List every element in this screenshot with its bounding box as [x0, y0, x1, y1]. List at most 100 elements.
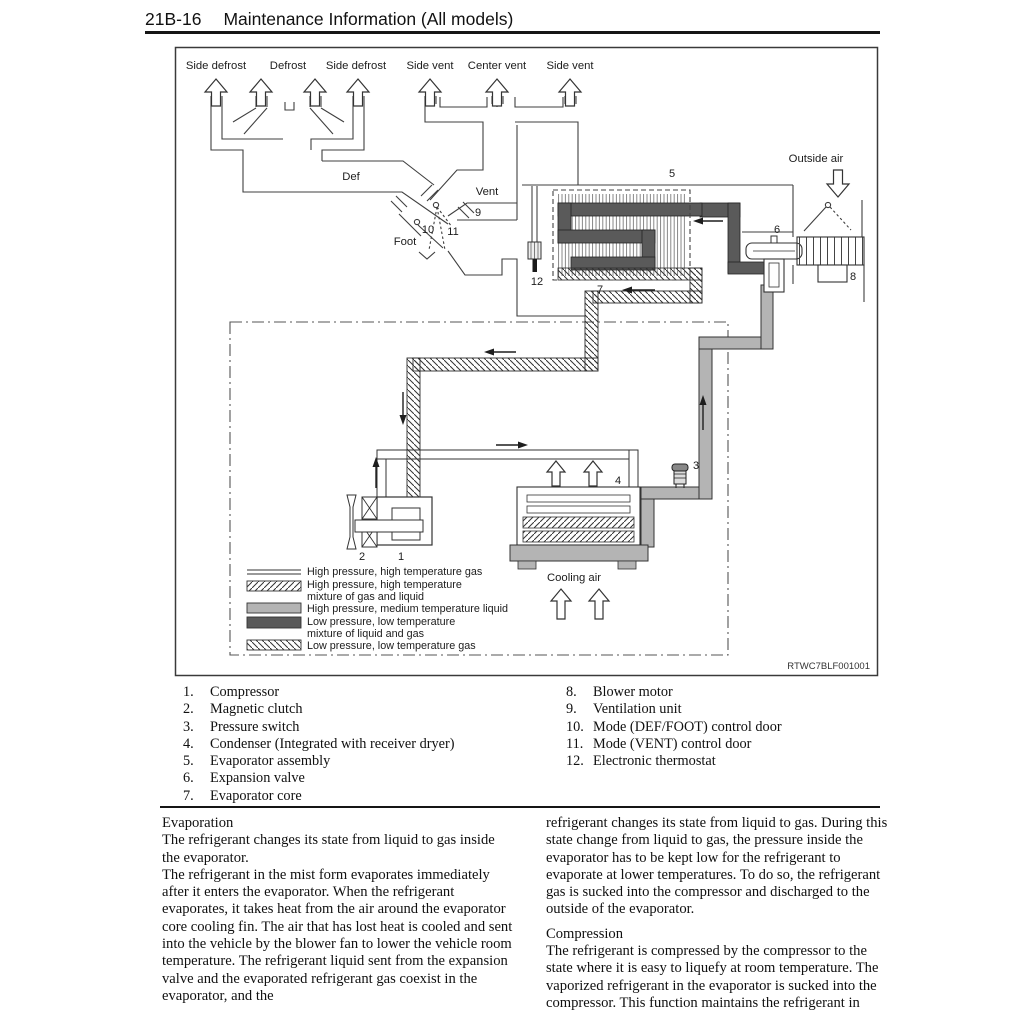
callout-7: 7: [597, 284, 603, 296]
legend-swatch-hatch-fwd: [246, 580, 302, 592]
part-item: 4.Condenser (Integrated with receiver dr…: [183, 736, 558, 753]
paragraph: refrigerant changes its state from liqui…: [546, 815, 888, 918]
evaporator-dashed-box: [552, 189, 691, 281]
outlet-label: Defrost: [270, 60, 307, 72]
part-name: Ventilation unit: [593, 701, 682, 718]
callout-5: 5: [669, 168, 675, 180]
callout-6: 6: [774, 224, 780, 236]
part-item: 6. Expansion valve: [183, 770, 558, 787]
duct-clip: [284, 102, 295, 111]
duct-lines: [210, 96, 585, 317]
text-column-left: Evaporation The refrigerant changes its …: [162, 815, 515, 1005]
callout-11: 11: [447, 226, 458, 238]
pipe-medium-temp-liquid: [640, 284, 774, 548]
part-number: 8.: [566, 684, 577, 700]
mode-control-doors: [390, 184, 475, 251]
part-name: Magnetic clutch: [210, 701, 303, 718]
flow-arrows: [372, 217, 723, 488]
clutch-pulley: [346, 494, 357, 550]
outlet-label: Side vent: [546, 60, 594, 72]
evaporation-heading: Evaporation: [162, 815, 234, 831]
part-item: 5. Evaporator assembly: [183, 753, 558, 770]
callout-9: 9: [475, 207, 481, 219]
part-name: Mode (VENT) control door: [593, 735, 752, 752]
expansion-valve: [745, 235, 803, 293]
part-item: 10. Mode (DEF/FOOT) control door: [566, 719, 896, 736]
outside-air-label: Outside air: [789, 153, 844, 165]
outside-air-arrow: [825, 169, 851, 198]
legend-label: High pressure, medium temperature liquid: [307, 603, 508, 615]
legend-swatch-dark: [246, 616, 302, 629]
outlet-label: Side defrost: [326, 60, 387, 72]
callout-3: 3: [693, 460, 699, 472]
part-item: 8. Blower motor: [566, 684, 896, 701]
vent-label: Vent: [476, 186, 499, 198]
legend-label: High pressure, high temperature: [307, 579, 462, 591]
part-name: Blower motor: [593, 684, 673, 700]
callout-10: 10: [422, 224, 434, 236]
pressure-switch: [671, 463, 689, 488]
pipe-low-pressure-mixture: [699, 202, 767, 275]
header-rule: [145, 31, 880, 34]
part-number: 1.: [183, 684, 194, 700]
paragraph: The refrigerant changes its state from l…: [162, 832, 495, 866]
legend-label: mixture of gas and liquid: [307, 591, 424, 603]
paragraph: The refrigerant in the mist form evapora…: [162, 866, 513, 1004]
vehicle-interior-boundary: [229, 321, 729, 656]
part-item: 9. Ventilation unit: [566, 701, 896, 718]
evaporator-serpentine: [557, 202, 703, 271]
paragraph: The refrigerant is compressed by the com…: [546, 943, 879, 1011]
part-number: 6.: [183, 770, 194, 787]
text-column-right: refrigerant changes its state from liqui…: [546, 815, 888, 1012]
figure-code: RTWC7BLF001001: [787, 661, 870, 672]
part-item: 2.Magnetic clutch: [183, 701, 558, 718]
compression-heading: Compression: [546, 925, 624, 942]
section-rule: [160, 806, 880, 809]
parts-list-left: 1.Compressor 2.Magnetic clutch 3.Pressur…: [183, 684, 558, 805]
def-label: Def: [342, 171, 360, 183]
legend: High pressure, high temperature gas High…: [246, 566, 508, 652]
legend-swatch-gray: [246, 602, 302, 614]
callout-12: 12: [531, 276, 543, 288]
cooling-air-label: Cooling air: [547, 572, 601, 584]
page-title: Maintenance Information (All models): [223, 9, 514, 29]
part-number: 4.: [183, 735, 194, 752]
part-number: 11.: [566, 735, 584, 752]
pipe-low-pressure-gas: [406, 267, 703, 506]
part-item: 1.Compressor: [183, 684, 558, 701]
diagram-labels: Side defrost Defrost Side defrost Side v…: [186, 60, 856, 584]
condenser: [509, 486, 649, 570]
outlet-label: Center vent: [468, 60, 527, 72]
part-number: 3.: [183, 718, 194, 735]
compressor: [346, 494, 433, 550]
part-item: 3.Pressure switch: [183, 719, 558, 736]
callout-1: 1: [398, 551, 404, 563]
part-number: 5.: [183, 753, 194, 770]
part-name: Mode (DEF/FOOT) control door: [593, 718, 782, 735]
legend-label: Low pressure, low temperature: [307, 616, 455, 628]
part-name: Evaporator assembly: [210, 753, 331, 770]
part-number: 10.: [566, 718, 584, 735]
legend-swatch-thin-line: [247, 569, 301, 575]
part-number: 7.: [183, 787, 194, 804]
outlet-label: Side vent: [406, 60, 454, 72]
part-item: 7. Evaporator core: [183, 788, 558, 805]
legend-label: mixture of liquid and gas: [307, 628, 425, 640]
legend-label: Low pressure, low temperature gas: [307, 640, 476, 652]
parts-list-right: 8. Blower motor 9. Ventilation unit 10. Mod…: [566, 684, 896, 770]
part-number: 9.: [566, 701, 577, 718]
part-name: Expansion valve: [210, 770, 305, 787]
electronic-thermostat: [527, 186, 542, 272]
outlet-label: Side defrost: [186, 60, 247, 72]
callout-4: 4: [615, 475, 621, 487]
diagram-border: [174, 46, 879, 677]
blower-motor: [796, 236, 865, 283]
part-item: 12.Electronic thermostat: [566, 753, 896, 770]
part-item: 11. Mode (VENT) control door: [566, 736, 896, 753]
callout-2: 2: [359, 551, 365, 563]
part-name: Evaporator core: [210, 787, 302, 804]
part-name: Electronic thermostat: [593, 753, 716, 770]
